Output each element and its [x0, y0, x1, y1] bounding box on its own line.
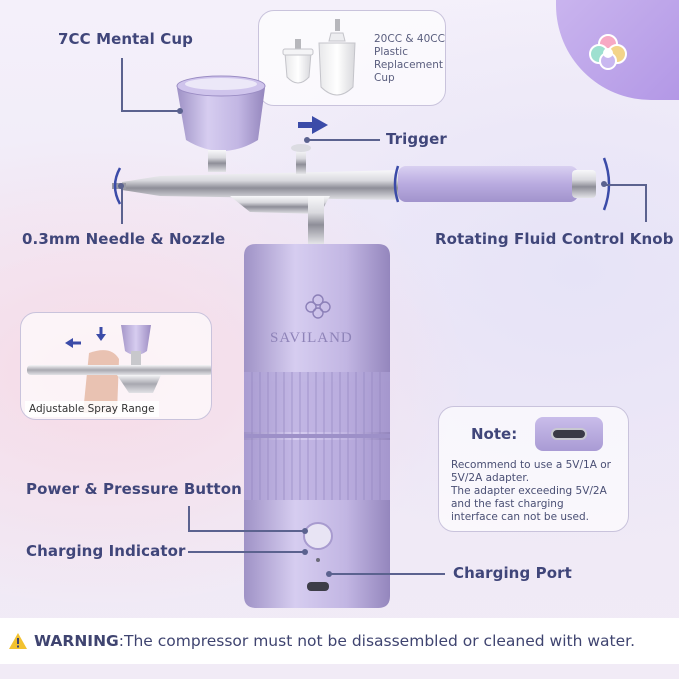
- warning-separator: :: [118, 632, 124, 650]
- note-line-5: interface can not be used.: [451, 511, 589, 523]
- needle-nozzle-label: 0.3mm Needle & Nozzle: [22, 230, 226, 248]
- warning-title: WARNING: [34, 632, 119, 650]
- mental-cup-label: 7CC Mental Cup: [58, 30, 193, 48]
- warning-text: The compressor must not be disassembled …: [124, 632, 636, 650]
- warning-bar: WARNING: The compressor must not be disa…: [0, 618, 679, 664]
- note-line-1: Recommend to use a 5V/1A or: [451, 459, 611, 471]
- trigger-leader: [308, 139, 380, 141]
- replacement-cup-label-2: Plastic: [374, 46, 408, 58]
- charging-port-label: Charging Port: [453, 564, 572, 582]
- needle-leader: [121, 186, 123, 224]
- flower-logo-icon: [589, 34, 627, 70]
- charging-port-leader: [330, 573, 445, 575]
- note-title: Note:: [471, 425, 518, 443]
- device-brand-text: SAVILAND: [270, 330, 353, 346]
- plastic-cups-image: [282, 19, 356, 96]
- note-line-2: 5V/2A adapter.: [451, 472, 530, 484]
- power-button-label: Power & Pressure Button: [26, 480, 242, 498]
- replacement-cup-card: 20CC & 40CC Plastic Replacement Cup: [258, 10, 446, 106]
- charging-indicator-label: Charging Indicator: [26, 542, 186, 560]
- charging-indicator-leader: [188, 551, 304, 553]
- usb-c-port-image: [535, 417, 603, 451]
- fluid-knob-label: Rotating Fluid Control Knob: [435, 230, 674, 248]
- mental-cup-leader: [121, 58, 123, 110]
- spray-range-image: [27, 325, 211, 413]
- replacement-cup-label-1: 20CC & 40CC: [374, 33, 445, 45]
- trigger-label: Trigger: [386, 130, 447, 148]
- spray-range-label: Adjustable Spray Range: [25, 401, 159, 417]
- note-line-3: The adapter exceeding 5V/2A: [451, 485, 607, 497]
- replacement-cup-label-3: Replacement: [374, 59, 443, 71]
- power-button-leader: [188, 506, 190, 530]
- note-card: Note: Recommend to use a 5V/1A or 5V/2A …: [438, 406, 629, 532]
- fluid-knob-leader: [604, 184, 646, 186]
- note-line-4: and the fast charging: [451, 498, 564, 510]
- spray-range-card: Adjustable Spray Range: [20, 312, 212, 420]
- replacement-cup-label-4: Cup: [374, 72, 395, 84]
- warning-icon: [9, 633, 27, 649]
